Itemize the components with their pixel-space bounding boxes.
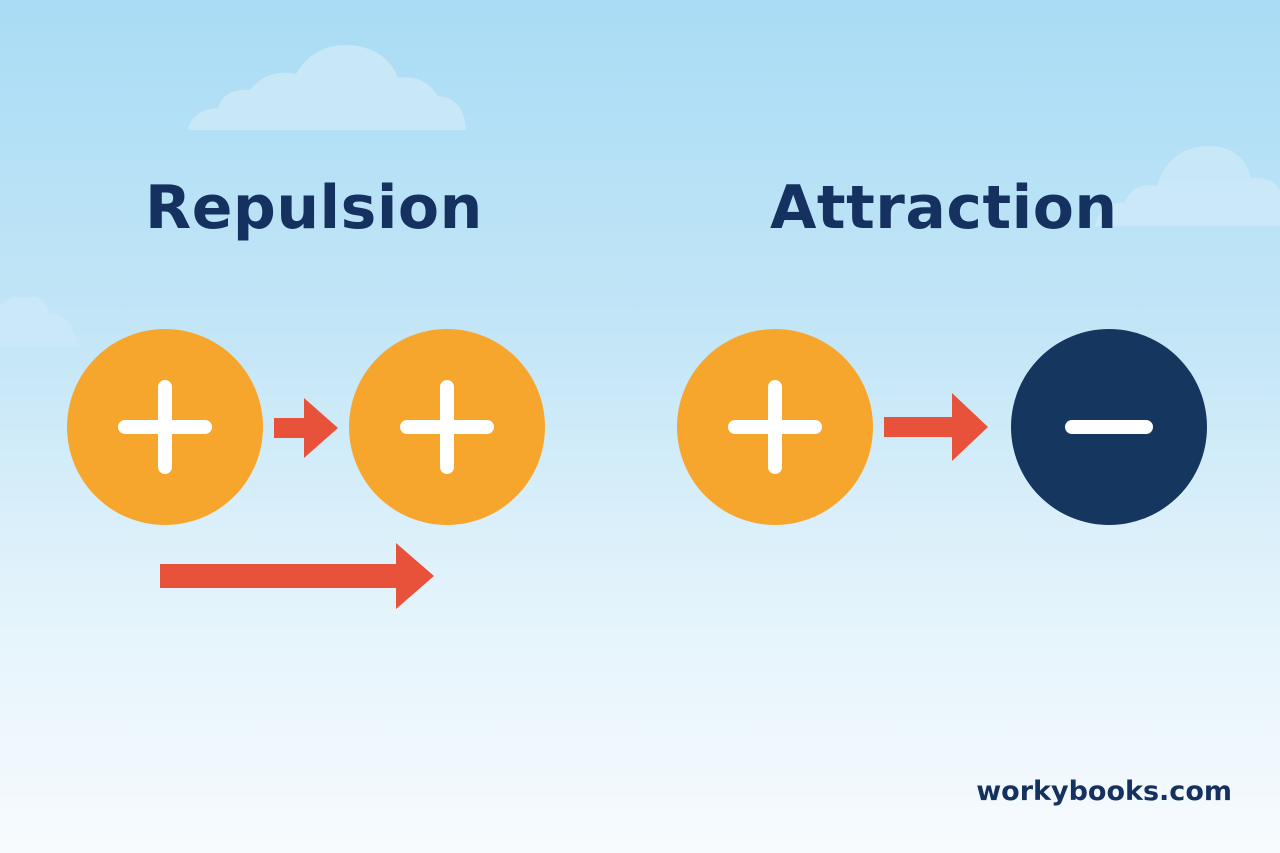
attraction-title: Attraction bbox=[770, 173, 1118, 243]
arrow-right-icon-attraction bbox=[884, 393, 988, 461]
cloud-icon-top bbox=[188, 45, 466, 130]
repulsion-positive-charge-1 bbox=[67, 329, 263, 525]
attraction-negative-charge bbox=[1011, 329, 1207, 525]
plus-icon bbox=[677, 329, 873, 525]
site-url: workybooks.com bbox=[976, 776, 1232, 807]
repulsion-positive-charge-2 bbox=[349, 329, 545, 525]
cloud-icon-left bbox=[0, 296, 78, 346]
repulsion-title: Repulsion bbox=[145, 173, 483, 243]
minus-icon bbox=[1011, 329, 1207, 525]
arrow-right-icon-repulsion-small bbox=[274, 398, 338, 458]
cloud-icon-right bbox=[1095, 146, 1280, 226]
plus-icon bbox=[67, 329, 263, 525]
attraction-positive-charge bbox=[677, 329, 873, 525]
arrow-right-icon-repulsion-long bbox=[160, 543, 434, 609]
plus-icon bbox=[349, 329, 545, 525]
